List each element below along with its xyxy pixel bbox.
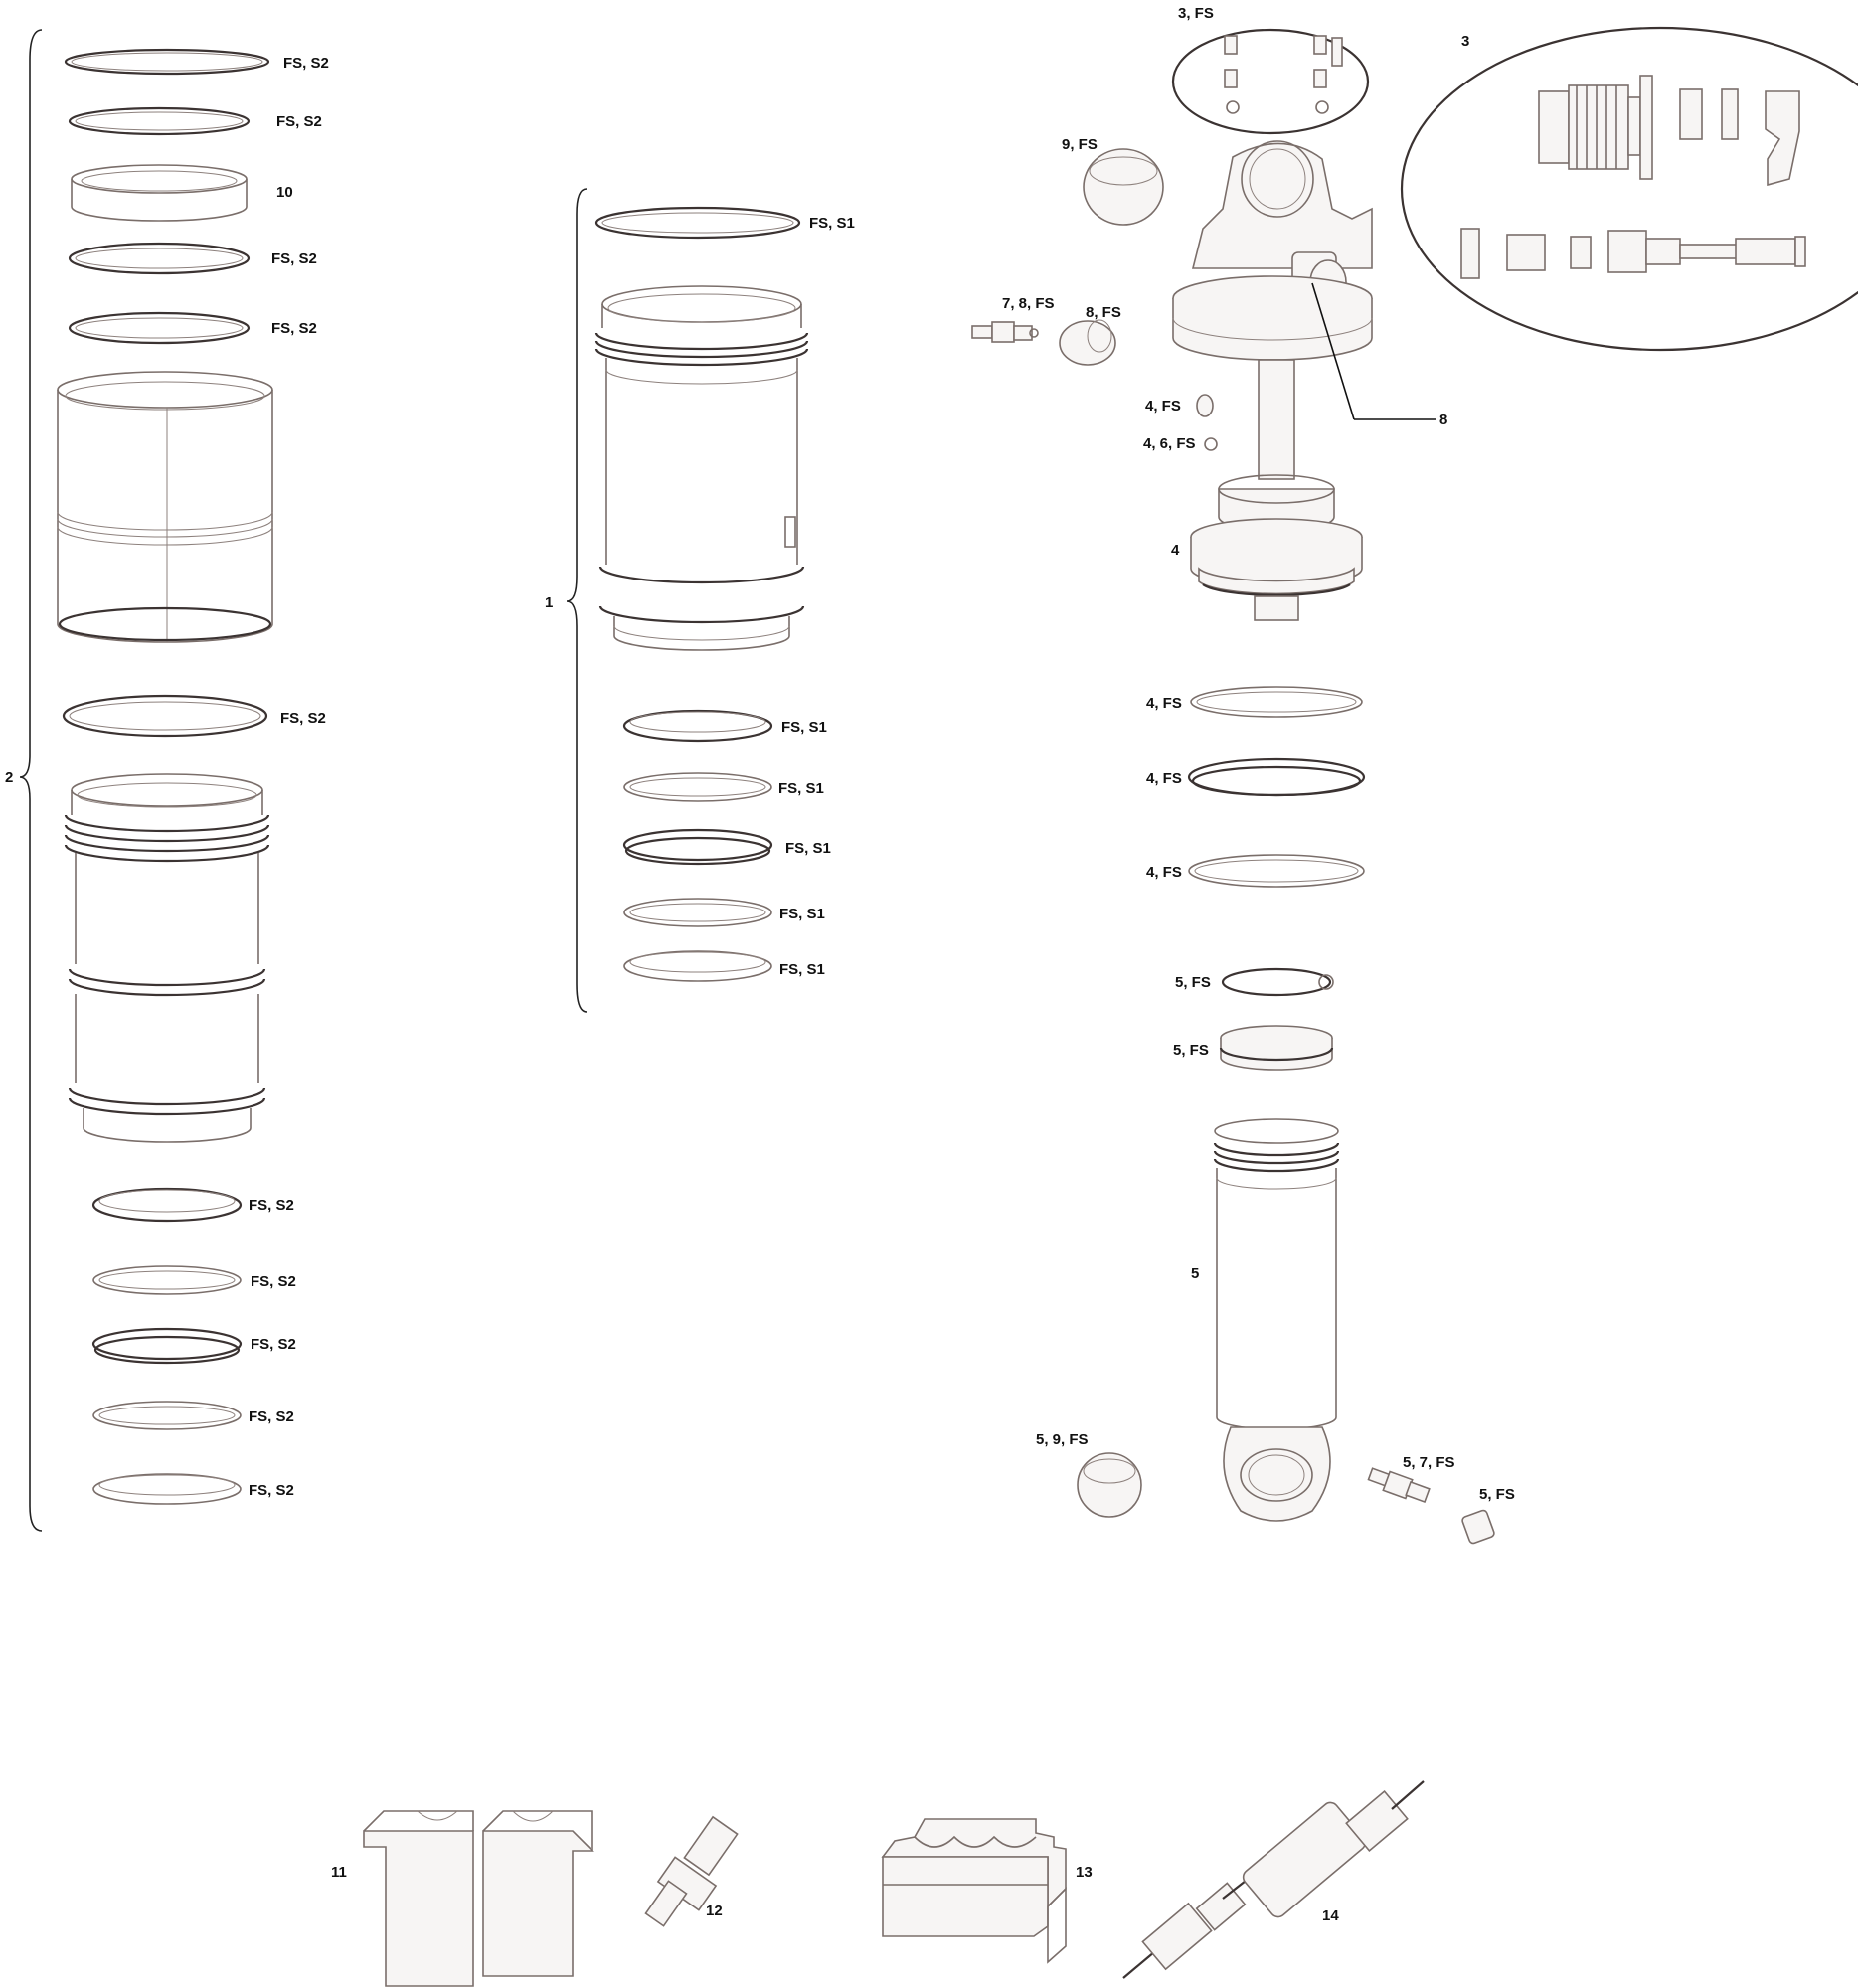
part-label: 4, FS (1146, 695, 1182, 712)
seal-ring (91, 1327, 243, 1361)
seal-ring (622, 828, 773, 862)
o-ring (1221, 967, 1332, 997)
seal-ring (68, 106, 251, 136)
part-label: FS, S1 (809, 215, 855, 232)
seal-ring (91, 1187, 243, 1223)
seal-ring (623, 898, 772, 927)
group-1-air-can-kit: 1 FS, S1 FS, S1 FS, S1 FS, S1 (545, 188, 855, 1013)
part-label: 5 (1191, 1265, 1199, 1282)
part-label: FS, S1 (781, 719, 827, 736)
seal-ring (92, 1473, 242, 1505)
part-label: 8 (1439, 412, 1447, 428)
tool-11-vise-blocks (363, 1810, 594, 1987)
seal-ring (623, 950, 772, 982)
part-label: 3, FS (1178, 5, 1214, 22)
part-label: FS, S1 (785, 840, 831, 857)
seal-ring (623, 772, 772, 802)
seal-ring (594, 206, 801, 240)
seal-ring (64, 48, 270, 76)
volume-spacer (71, 179, 248, 222)
air-can (594, 285, 809, 651)
seal-ring (1188, 854, 1365, 888)
part-label: 5, 9, FS (1036, 1431, 1089, 1448)
part-label: 5, FS (1173, 1042, 1209, 1059)
callout-circle-small-parts (1171, 28, 1370, 135)
seal-ring (1190, 686, 1363, 718)
part-label: 9, FS (1062, 136, 1098, 153)
part-label: FS, S2 (249, 1197, 294, 1214)
part-label: 4, FS (1146, 770, 1182, 787)
part-label: FS, S2 (249, 1408, 294, 1425)
damper-body-lower (1213, 1118, 1340, 1522)
group-2-air-can-kit: 2 FS, S2 FS, S2 10 FS, S2 FS, S2 FS, S (5, 29, 329, 1532)
part-label: 4, FS (1146, 864, 1182, 881)
tool-label: 13 (1076, 1864, 1093, 1881)
group-1-label: 1 (545, 594, 553, 611)
group-1-brace (566, 188, 588, 1013)
part-label: FS, S1 (778, 780, 824, 797)
callout-circle-damper-internals (1400, 26, 1858, 352)
part-label: FS, S1 (779, 906, 825, 922)
damper-internals (1460, 75, 1806, 279)
small-screws (1224, 35, 1343, 114)
part-label: 7, 8, FS (1002, 295, 1055, 312)
part-label: FS, S2 (280, 710, 326, 727)
part-label: 4 (1171, 542, 1180, 559)
inner-air-can (64, 773, 270, 1143)
part-label: FS, S2 (276, 113, 322, 130)
set-screw (1196, 394, 1214, 417)
damper-assembly: 3, FS 3 (971, 5, 1858, 1545)
seal-ring (92, 1265, 242, 1295)
leader-line (1311, 282, 1355, 420)
tool-label: 12 (706, 1903, 723, 1919)
group-2-label: 2 (5, 769, 13, 786)
tool-14-shaft-tool (1122, 1780, 1425, 1979)
part-label: FS, S2 (251, 1336, 296, 1353)
tools: 11 12 13 14 (331, 1780, 1425, 1987)
valve-cap (1461, 1509, 1495, 1545)
tool-13-clamp-block (881, 1818, 1067, 1964)
part-label: 4, 6, FS (1143, 435, 1196, 452)
damper-body (1172, 140, 1373, 621)
part-label: FS, S2 (251, 1273, 296, 1290)
tool-label: 14 (1322, 1907, 1339, 1924)
part-label: 5, FS (1175, 974, 1211, 991)
part-label: FS, S2 (271, 320, 317, 337)
air-valve-core (971, 321, 1039, 343)
part-label: FS, S1 (779, 961, 825, 978)
part-label: 10 (276, 184, 293, 201)
group-2-brace (19, 29, 43, 1532)
part-label: 8, FS (1086, 304, 1121, 321)
part-label: FS, S2 (283, 55, 329, 72)
air-valve (1367, 1467, 1431, 1504)
eyelet-bushing (1083, 148, 1164, 226)
seal-ring (68, 311, 251, 345)
seal-ring (68, 242, 251, 275)
seal-ring (92, 1401, 242, 1430)
seal-ring (622, 709, 773, 743)
part-label: 3 (1461, 33, 1469, 50)
outer-air-can (57, 371, 273, 643)
tool-12-adapter (644, 1815, 739, 1927)
seal-ring (62, 694, 268, 738)
ball-bearing (1204, 437, 1218, 451)
part-label: 5, 7, FS (1403, 1454, 1455, 1471)
part-label: 4, FS (1145, 398, 1181, 414)
part-label: FS, S2 (271, 250, 317, 267)
valve-cap (1059, 320, 1116, 366)
part-label: FS, S2 (249, 1482, 294, 1499)
eyelet-bushing (1077, 1452, 1142, 1518)
tool-label: 11 (331, 1864, 347, 1881)
part-label: 5, FS (1479, 1486, 1515, 1503)
